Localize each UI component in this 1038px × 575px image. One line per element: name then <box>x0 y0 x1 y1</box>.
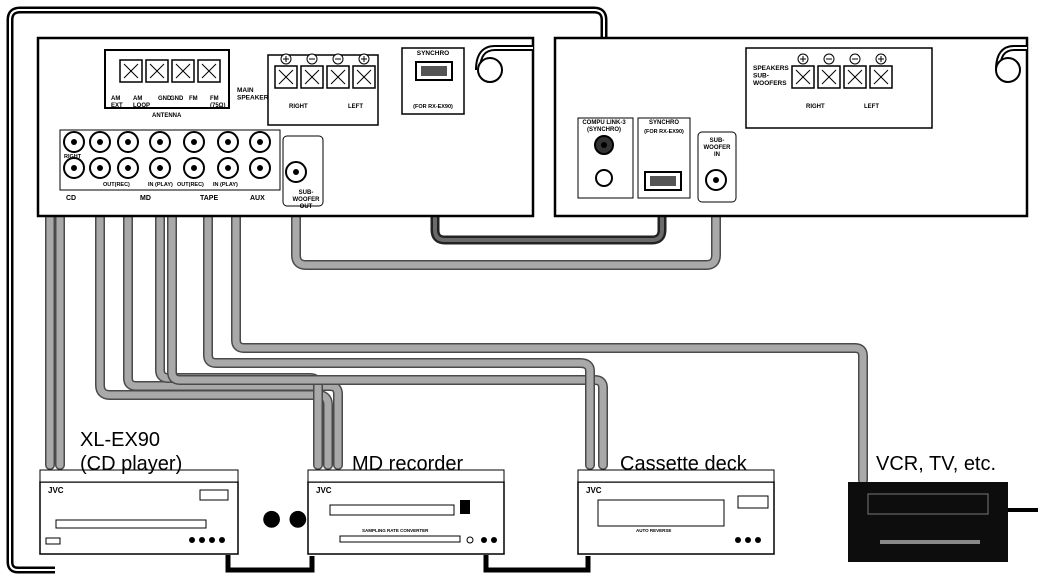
amp-synchro-for-label: (FOR RX-EX90) <box>413 104 453 110</box>
amp-left-label: LEFT <box>348 104 363 110</box>
compu-link-label: COMPU LINK-3(SYNCHRO) <box>582 120 626 133</box>
daisy-chain-cable <box>225 555 591 573</box>
vcr-label: VCR, TV, etc. <box>876 453 996 475</box>
md-recorder-label: MD recorder <box>352 453 463 475</box>
antenna-terminals <box>119 59 221 83</box>
sub-synchro-label: SYNCHRO <box>649 120 679 126</box>
jack-cd-label: CD <box>66 195 76 202</box>
jack-md-label: MD <box>140 195 151 202</box>
jack-aux-label: AUX <box>250 195 265 202</box>
antenna-label: ANTENNA <box>152 113 182 119</box>
fm-label: FM <box>189 96 198 102</box>
jack-md-in-label: IN (PLAY) <box>148 182 173 188</box>
rca-jacks <box>59 129 281 191</box>
md-brand: JVC <box>316 486 332 495</box>
vcr-tv <box>848 482 1038 562</box>
cd-player-label-1: XL-EX90 <box>80 429 160 451</box>
gnd-label-1: GND <box>158 96 172 102</box>
jack-tape-label: TAPE <box>200 195 218 202</box>
cassette-deck-label: Cassette deck <box>620 453 748 475</box>
amp-synchro-label: SYNCHRO <box>417 50 450 57</box>
jack-tape-in-label: IN (PLAY) <box>213 182 238 188</box>
jack-tape-out-label: OUT(REC) <box>177 182 204 188</box>
cd-player-label-2: (CD player) <box>80 453 182 475</box>
jack-right-label: RIGHT <box>64 154 82 160</box>
sub-right-label: RIGHT <box>806 104 825 110</box>
sub-synchro-for-label: (FOR RX-EX90) <box>644 129 684 135</box>
amp-right-label: RIGHT <box>289 104 308 110</box>
cassette-deck: JVC AUTO REVERSE <box>577 469 775 555</box>
speaker-terminals <box>274 53 376 89</box>
cd-brand: JVC <box>48 486 64 495</box>
cassette-subtitle: AUTO REVERSE <box>636 528 671 533</box>
fm-75-label: FM(75Ω) <box>210 96 225 109</box>
gnd-label-2: GND <box>170 96 184 102</box>
sub-speaker-terminals <box>791 53 893 89</box>
jack-md-out-label: OUT(REC) <box>103 182 130 188</box>
sub-left-label: LEFT <box>864 104 879 110</box>
md-recorder: JVC SAMPLING RATE CONVERTER <box>307 469 505 555</box>
md-subtitle: SAMPLING RATE CONVERTER <box>362 528 429 533</box>
subwoofer-unit-rear-panel: COMPU LINK-3(SYNCHRO) SYNCHRO (FOR RX-EX… <box>553 36 1029 218</box>
cassette-brand: JVC <box>586 486 602 495</box>
cd-player: JVC <box>39 469 239 555</box>
tape-in-cable <box>203 170 595 470</box>
